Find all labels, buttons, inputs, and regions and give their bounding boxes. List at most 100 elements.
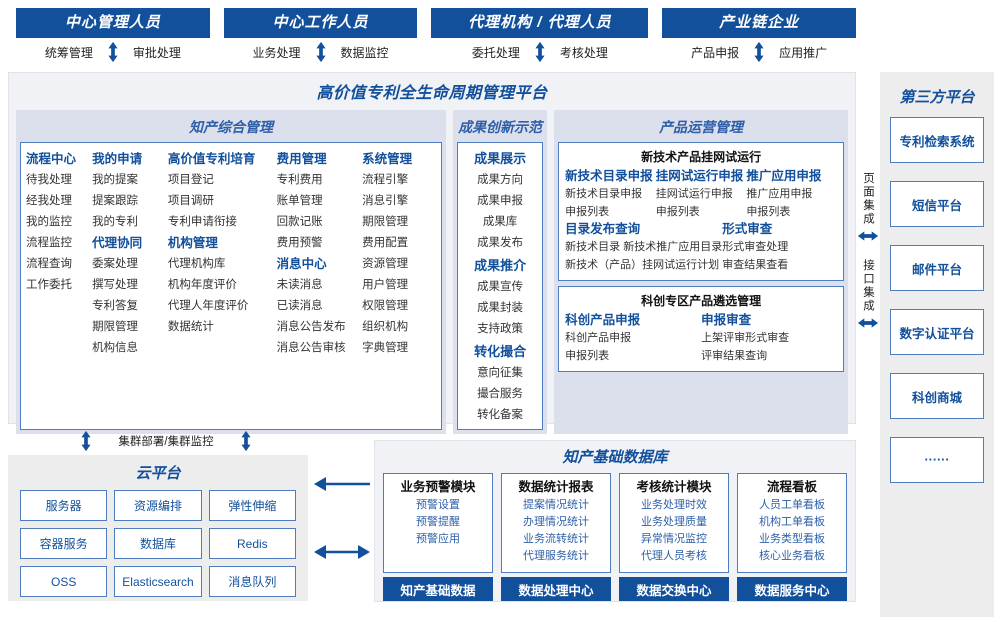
block-heading[interactable]: 成果推介 — [474, 258, 527, 273]
third-party-item-0[interactable]: 专利检索系统 — [890, 117, 984, 163]
menu-item[interactable]: 流程引擎 — [362, 174, 409, 186]
third-party-item-5[interactable]: ······ — [890, 437, 984, 483]
block-heading[interactable]: 系统管理 — [362, 152, 413, 166]
card-item[interactable]: 人员工单看板 — [759, 499, 825, 511]
block-heading[interactable]: 申报审查 — [701, 313, 752, 327]
block-heading[interactable]: 科创产品申报 — [565, 313, 641, 327]
card-item[interactable]: 办理情况统计 — [523, 516, 589, 528]
menu-item[interactable]: 申报列表 — [565, 206, 610, 218]
menu-item[interactable]: 委案处理 — [92, 258, 139, 270]
menu-item[interactable]: 专利答复 — [92, 300, 139, 312]
card-item[interactable]: 预警应用 — [416, 533, 460, 545]
menu-item[interactable]: 成果宣传 — [477, 281, 524, 293]
card-item[interactable]: 代理人员考核 — [641, 550, 707, 562]
menu-item[interactable]: 机构年度评价 — [167, 279, 237, 291]
database-footer[interactable]: 数据交换中心 — [619, 577, 729, 601]
card-item[interactable]: 代理服务统计 — [523, 550, 589, 562]
card-item[interactable]: 提案情况统计 — [523, 499, 589, 511]
menu-item[interactable]: 专利申请衔接 — [167, 216, 237, 228]
cloud-cell-2[interactable]: 弹性伸缩 — [208, 490, 296, 521]
menu-item[interactable]: 组织机构 — [362, 321, 409, 333]
menu-item[interactable]: 专利费用 — [276, 174, 323, 186]
block-heading[interactable]: 新技术目录申报 — [565, 169, 653, 183]
menu-item[interactable]: 期限管理 — [92, 321, 139, 333]
menu-item[interactable]: 流程查询 — [26, 258, 72, 270]
menu-item[interactable]: 资源管理 — [362, 258, 409, 270]
menu-item[interactable]: 意向征集 — [477, 367, 524, 379]
block-heading[interactable]: 转化撮合 — [474, 344, 527, 359]
block-heading[interactable]: 费用管理 — [276, 152, 327, 166]
cloud-cell-6[interactable]: OSS — [20, 566, 108, 597]
menu-item[interactable]: 机构信息 — [92, 342, 139, 354]
menu-item[interactable]: 期限管理 — [362, 216, 409, 228]
card-item[interactable]: 业务处理时效 — [641, 499, 707, 511]
menu-item[interactable]: 权限管理 — [362, 300, 409, 312]
card-item[interactable]: 业务类型看板 — [759, 533, 825, 545]
menu-item[interactable]: 用户管理 — [362, 279, 409, 291]
third-party-item-2[interactable]: 邮件平台 — [890, 245, 984, 291]
menu-item[interactable]: 审查结果查看 — [722, 259, 789, 271]
menu-item[interactable]: 新技术目录 新技术推广应用目录 — [565, 241, 723, 253]
menu-item[interactable]: 待我处理 — [26, 174, 72, 186]
cloud-cell-4[interactable]: 数据库 — [114, 528, 202, 559]
menu-item[interactable]: 形式审查处理 — [722, 241, 789, 253]
card-item[interactable]: 预警提醒 — [416, 516, 460, 528]
menu-item[interactable]: 项目登记 — [167, 174, 214, 186]
menu-item[interactable]: 回款记账 — [276, 216, 323, 228]
menu-item[interactable]: 转化备案 — [477, 409, 524, 421]
menu-item[interactable]: 未读消息 — [276, 279, 323, 291]
third-party-item-3[interactable]: 数字认证平台 — [890, 309, 984, 355]
menu-item[interactable]: 支持政策 — [477, 323, 524, 335]
menu-item[interactable]: 我的提案 — [92, 174, 139, 186]
menu-item[interactable]: 我的专利 — [92, 216, 139, 228]
block-heading[interactable]: 挂网试运行申报 — [655, 169, 744, 183]
menu-item[interactable]: 成果方向 — [477, 174, 524, 186]
menu-item[interactable]: 新技术目录申报 — [565, 188, 643, 200]
block-heading[interactable]: 形式审查 — [722, 222, 773, 236]
menu-item[interactable]: 消息公告审核 — [276, 342, 346, 354]
cloud-cell-0[interactable]: 服务器 — [20, 490, 108, 521]
menu-item[interactable]: 经我处理 — [26, 195, 72, 207]
menu-item[interactable]: 申报列表 — [746, 206, 791, 218]
menu-item[interactable]: 成果发布 — [477, 237, 524, 249]
card-item[interactable]: 机构工单看板 — [759, 516, 825, 528]
menu-item[interactable]: 工作委托 — [26, 279, 72, 291]
block-heading[interactable]: 代理协同 — [92, 236, 143, 250]
database-footer[interactable]: 数据服务中心 — [737, 577, 847, 601]
block-heading[interactable]: 流程中心 — [26, 152, 77, 166]
menu-item[interactable]: 撰写处理 — [92, 279, 139, 291]
card-item[interactable]: 业务流转统计 — [523, 533, 589, 545]
menu-item[interactable]: 代理人年度评价 — [167, 300, 249, 312]
menu-item[interactable]: 提案跟踪 — [92, 195, 139, 207]
menu-item[interactable]: 已读消息 — [276, 300, 323, 312]
card-item[interactable]: 预警设置 — [416, 499, 460, 511]
menu-item[interactable]: 成果申报 — [477, 195, 524, 207]
card-item[interactable]: 业务处理质量 — [641, 516, 707, 528]
block-heading[interactable]: 机构管理 — [167, 236, 218, 250]
menu-item[interactable]: 挂网试运行申报 — [655, 188, 733, 200]
third-party-item-1[interactable]: 短信平台 — [890, 181, 984, 227]
block-heading[interactable]: 成果展示 — [474, 151, 527, 166]
block-heading[interactable]: 高价值专利培育 — [167, 152, 256, 166]
menu-item[interactable]: 上架评审形式审查 — [701, 332, 790, 344]
menu-item[interactable]: 消息引擎 — [362, 195, 409, 207]
menu-item[interactable]: 申报列表 — [655, 206, 700, 218]
card-item[interactable]: 核心业务看板 — [759, 550, 825, 562]
menu-item[interactable]: 撮合服务 — [477, 388, 524, 400]
menu-item[interactable]: 推广应用申报 — [746, 188, 813, 200]
cloud-cell-7[interactable]: Elasticsearch — [114, 566, 202, 597]
cloud-cell-5[interactable]: Redis — [208, 528, 296, 559]
block-heading[interactable]: 推广应用申报 — [746, 169, 822, 183]
menu-item[interactable]: 新技术（产品）挂网试运行计划 — [565, 259, 720, 271]
menu-item[interactable]: 消息公告发布 — [276, 321, 346, 333]
block-heading[interactable]: 我的申请 — [92, 152, 143, 166]
menu-item[interactable]: 字典管理 — [362, 342, 409, 354]
menu-item[interactable]: 数据统计 — [167, 321, 214, 333]
cloud-cell-1[interactable]: 资源编排 — [114, 490, 202, 521]
database-footer[interactable]: 知产基础数据 — [383, 577, 493, 601]
card-item[interactable]: 异常情况监控 — [641, 533, 707, 545]
menu-item[interactable]: 成果库 — [482, 216, 518, 228]
block-heading[interactable]: 消息中心 — [276, 257, 327, 271]
menu-item[interactable]: 费用配置 — [362, 237, 409, 249]
menu-item[interactable]: 评审结果查询 — [701, 350, 768, 362]
